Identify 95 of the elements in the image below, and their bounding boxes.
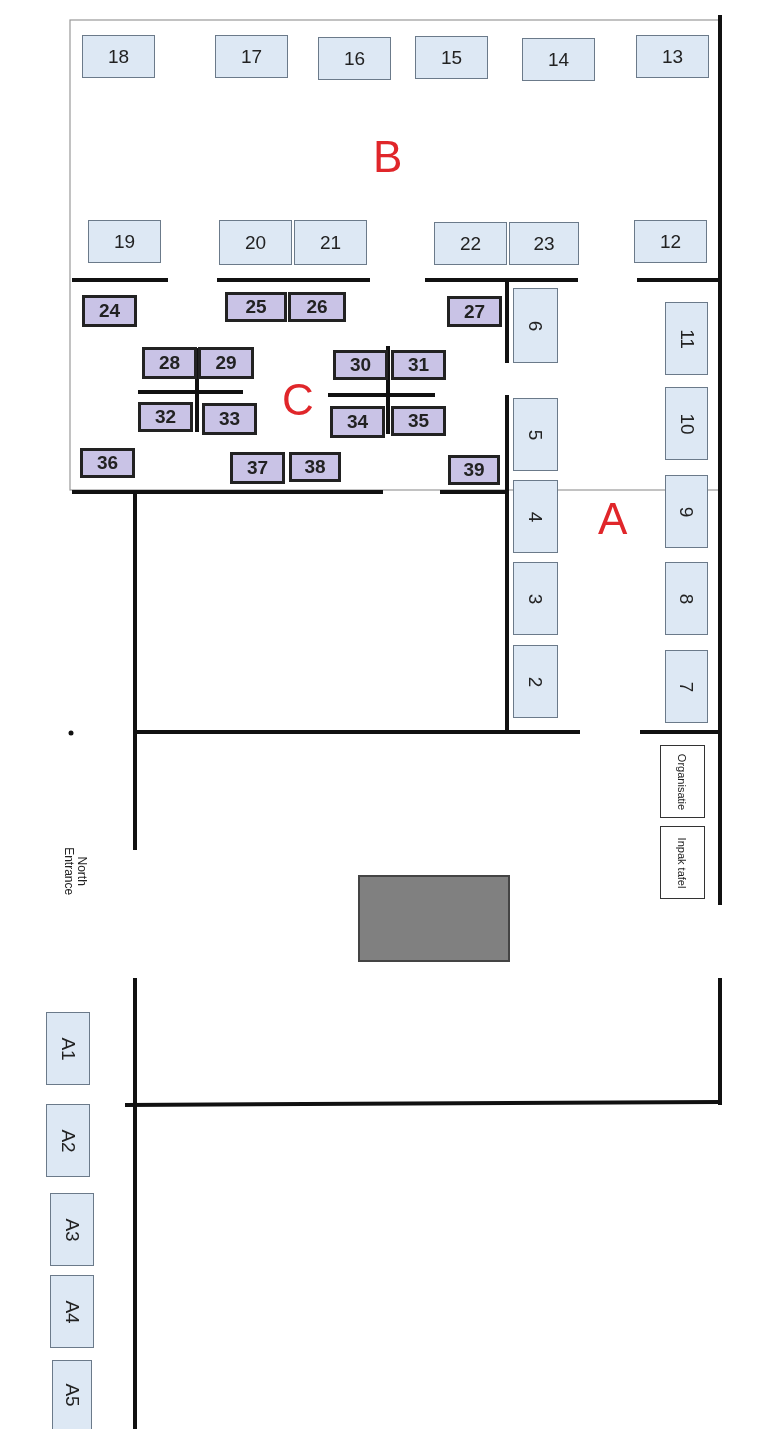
booth-label: 20 — [244, 231, 267, 254]
booth-label: 7 — [675, 681, 698, 692]
booth — [50, 1275, 94, 1348]
booth-label: 14 — [547, 48, 570, 71]
booth — [665, 562, 708, 635]
booth-label: 27 — [463, 300, 486, 323]
booth — [46, 1104, 90, 1177]
booth-label: 13 — [661, 45, 684, 68]
booth-label: A1 — [57, 1036, 79, 1061]
booth — [634, 220, 707, 263]
zone-label: A — [598, 497, 628, 541]
booth-label: 35 — [407, 410, 430, 432]
entrance-label: North Entrance — [61, 846, 89, 898]
booth — [448, 455, 500, 485]
zone-label: C — [282, 378, 314, 422]
booth — [660, 745, 705, 818]
booth — [288, 292, 346, 322]
booth-label: 31 — [407, 354, 430, 376]
booth — [80, 448, 135, 478]
booth — [391, 350, 446, 380]
booth-label: 37 — [246, 457, 269, 479]
booth — [513, 398, 558, 471]
booth — [447, 296, 502, 327]
booth-label: 18 — [107, 45, 130, 68]
booth — [230, 452, 285, 484]
booth-label: A4 — [61, 1299, 83, 1324]
booth-label: A2 — [57, 1128, 79, 1153]
stage-block — [358, 875, 510, 962]
booth — [294, 220, 367, 265]
booth-label: 24 — [98, 300, 121, 322]
booth — [142, 347, 197, 379]
booth-label: 15 — [440, 46, 463, 69]
booth — [46, 1012, 90, 1085]
booth-label: 38 — [304, 456, 326, 478]
booth-label: A5 — [61, 1383, 83, 1407]
booth — [665, 302, 708, 375]
zone-label: B — [373, 135, 403, 179]
booth-label: 2 — [524, 676, 547, 687]
booth — [636, 35, 709, 78]
booth-label: 16 — [343, 47, 366, 70]
booth-label: 10 — [675, 412, 698, 435]
booth — [202, 403, 257, 435]
booth — [513, 288, 558, 363]
booth — [82, 35, 155, 78]
booth — [225, 292, 287, 322]
booth — [318, 37, 391, 80]
booth — [330, 406, 385, 438]
booth-label: 3 — [524, 593, 547, 604]
booth-label: 11 — [675, 328, 698, 349]
booth — [138, 402, 193, 432]
booth — [198, 347, 254, 379]
booth — [509, 222, 579, 265]
booth-label: 4 — [524, 511, 547, 522]
booth — [513, 480, 558, 553]
booth-label: 23 — [533, 232, 555, 255]
booth-label: 39 — [463, 459, 485, 481]
booth-label: 29 — [215, 352, 237, 374]
booth-label: 8 — [675, 593, 698, 604]
booth — [289, 452, 341, 482]
booth-label: 36 — [96, 452, 119, 474]
booth — [665, 475, 708, 548]
booth-label: A3 — [61, 1217, 83, 1242]
booth-label: Inpak tafel — [676, 837, 689, 888]
booth-label: 22 — [459, 232, 482, 255]
booth-label: 12 — [659, 230, 682, 253]
booth-label: 34 — [346, 411, 369, 433]
booth — [415, 36, 488, 79]
booth — [513, 562, 558, 635]
booth-label: 30 — [349, 354, 372, 376]
booth-label: 6 — [524, 320, 547, 331]
booth-label: 19 — [113, 230, 136, 253]
booth-label: 5 — [524, 429, 547, 440]
booth-label: 21 — [319, 231, 342, 254]
booth — [52, 1360, 92, 1429]
booth — [391, 406, 446, 436]
booth — [88, 220, 161, 263]
booth — [665, 650, 708, 723]
booth — [215, 35, 288, 78]
booth-label: Organisatie — [676, 753, 689, 810]
booth — [219, 220, 292, 265]
booth-label: 33 — [218, 408, 241, 430]
booth-label: 32 — [154, 406, 177, 428]
booth — [50, 1193, 94, 1266]
booth-label: 26 — [306, 296, 328, 318]
booth — [665, 387, 708, 460]
booth — [333, 350, 388, 380]
booth — [513, 645, 558, 718]
booth — [82, 295, 137, 327]
booth-label: 28 — [158, 352, 181, 374]
booth-label: 17 — [240, 45, 263, 68]
booth — [660, 826, 705, 899]
booth-label: 9 — [675, 506, 698, 517]
booth — [522, 38, 595, 81]
booth-label: 25 — [245, 296, 267, 318]
booth — [434, 222, 507, 265]
